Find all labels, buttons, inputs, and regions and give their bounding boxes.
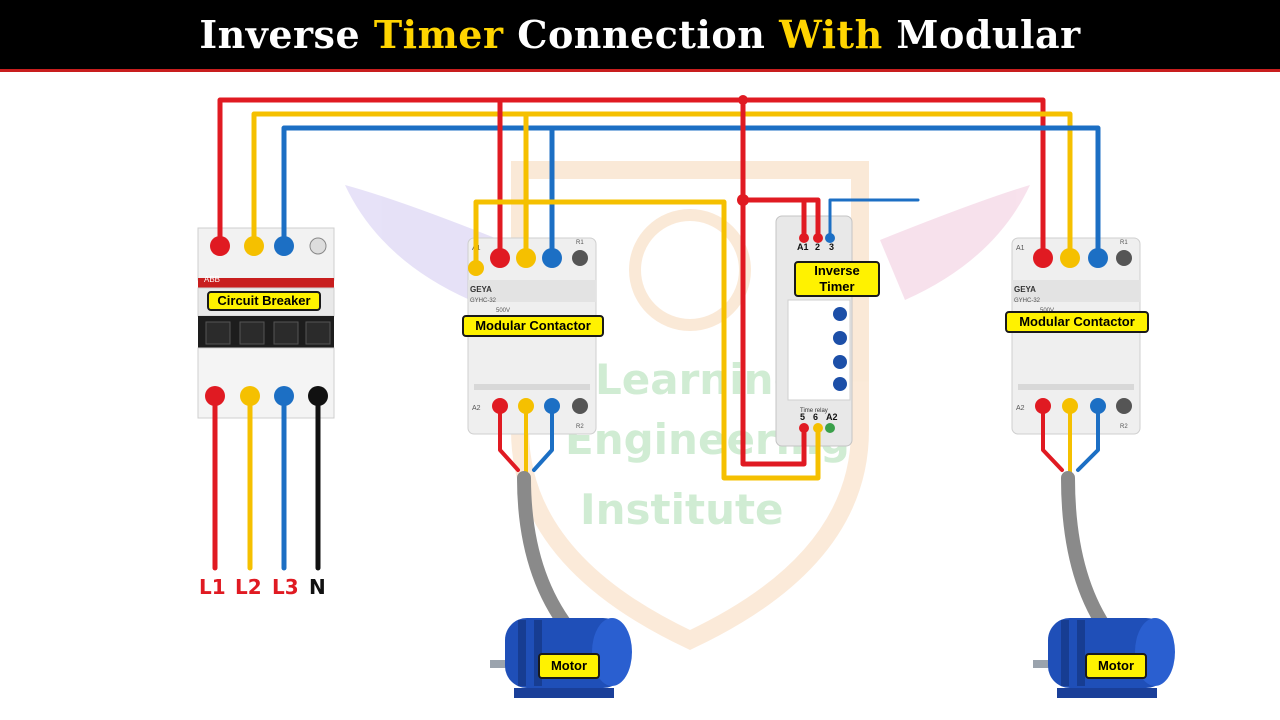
timer-3-dot (825, 233, 835, 243)
wires (212, 97, 1101, 571)
contactor-right-model: GYHC-32 (1014, 298, 1041, 304)
title-highlight-timer: Timer (373, 12, 504, 57)
contactor-left-out-red (492, 398, 508, 414)
contactor-left-model: GYHC-32 (470, 298, 497, 304)
contactor-right-in-red (1033, 248, 1053, 268)
timer-terminal-2: 2 (815, 242, 820, 252)
bus-red (217, 97, 1046, 261)
watermark-line3: Institute (580, 485, 784, 534)
timer-label-line2: Timer (819, 279, 855, 294)
contactor-left-in-red (490, 248, 510, 268)
timer-relay-body: Time relay A1 2 3 5 6 A2 (775, 215, 853, 447)
breaker-in-n (309, 237, 327, 255)
contactor-left-label: Modular Contactor (462, 315, 604, 337)
phase-l3-label: L3 (272, 575, 299, 599)
contactor-left-brand: GEYA (470, 285, 492, 294)
contactor-left-a2: A2 (472, 405, 481, 412)
contactor-right-brand: GEYA (1014, 285, 1036, 294)
bus-blue (281, 125, 1101, 261)
junction-red (737, 194, 749, 206)
contactor-right-in-blue (1088, 248, 1108, 268)
contactor-right-r2: R2 (1120, 424, 1128, 430)
title-highlight-with: With (779, 12, 883, 57)
bus-yellow (251, 111, 1073, 261)
contactor-left-out-blue (544, 398, 560, 414)
phase-n-label: N (309, 575, 326, 599)
title-part: Inverse (199, 12, 374, 57)
breaker-out-n (308, 386, 328, 406)
contactor-right-label: Modular Contactor (1005, 311, 1149, 333)
contactor-right-in-yellow (1060, 248, 1080, 268)
watermark-logo (345, 161, 1030, 650)
timer-terminal-a1: A1 (797, 242, 809, 252)
contactor-right-out-blue (1090, 398, 1106, 414)
contactor-left-r2: R2 (576, 424, 584, 430)
circuit-breaker-label: Circuit Breaker (207, 291, 321, 311)
out-blue-right (1076, 404, 1100, 472)
control-red-a1 (740, 97, 807, 467)
out-red-right (1041, 404, 1064, 472)
breaker-in-l3 (274, 236, 294, 256)
title-part: Modular (882, 12, 1081, 57)
contactor-right-a1: A1 (1016, 245, 1025, 252)
timer-2-dot (813, 233, 823, 243)
contactor-right-body: GEYA GYHC-32 A1 A2 R1 R2 500V (1011, 237, 1141, 435)
timer-label-line1: Inverse (814, 262, 860, 278)
motor-cable-right (1061, 471, 1111, 633)
motor-right-label: Motor (1085, 653, 1147, 679)
timer-label: Inverse Timer (794, 261, 880, 297)
contactor-right-out-red (1035, 398, 1051, 414)
phase-l1-label: L1 (199, 575, 226, 599)
breaker-in-l2 (244, 236, 264, 256)
contactor-right-r1: R1 (1120, 240, 1128, 246)
breaker-in-l1 (210, 236, 230, 256)
timer-terminal-5: 5 (800, 412, 805, 422)
timer-terminal-a2: A2 (826, 412, 838, 422)
title-bar: Inverse Timer Connection With Modular (0, 0, 1280, 72)
terminals (205, 95, 1108, 433)
motor-cable-left (517, 471, 575, 635)
contactor-left-a1-dot (468, 260, 484, 276)
contactor-left-voltage: 500V (496, 308, 510, 314)
timer-relay-caption: Time relay (800, 408, 828, 414)
timer-a1-dot (799, 233, 809, 243)
timer-6-dot (813, 423, 823, 433)
contactor-left-out-yellow (518, 398, 534, 414)
out-red-left (498, 404, 520, 472)
timer-terminal-6: 6 (813, 412, 818, 422)
contactor-left-in-blue (542, 248, 562, 268)
contactor-left-in-yellow (516, 248, 536, 268)
control-yellow (473, 199, 821, 481)
page-title: Inverse Timer Connection With Modular (199, 12, 1080, 57)
contactor-left-r1: R1 (576, 240, 584, 246)
junction-red-top (738, 95, 748, 105)
circuit-breaker: ABB (197, 227, 335, 419)
control-red-2 (740, 197, 821, 241)
watermark-line1: Learning (595, 355, 804, 404)
contactor-right-out-yellow (1062, 398, 1078, 414)
breaker-brand: ABB (204, 275, 220, 284)
breaker-out-l3 (274, 386, 294, 406)
contactor-right-a2: A2 (1016, 405, 1025, 412)
timer-5-dot (799, 423, 809, 433)
control-blue-3 (828, 198, 920, 240)
breaker-out-l1 (205, 386, 225, 406)
timer-terminal-3: 3 (829, 242, 834, 252)
title-part: Connection (503, 12, 780, 57)
phase-l2-label: L2 (235, 575, 262, 599)
motor-left-label: Motor (538, 653, 600, 679)
breaker-out-l2 (240, 386, 260, 406)
out-blue-left (532, 404, 554, 472)
